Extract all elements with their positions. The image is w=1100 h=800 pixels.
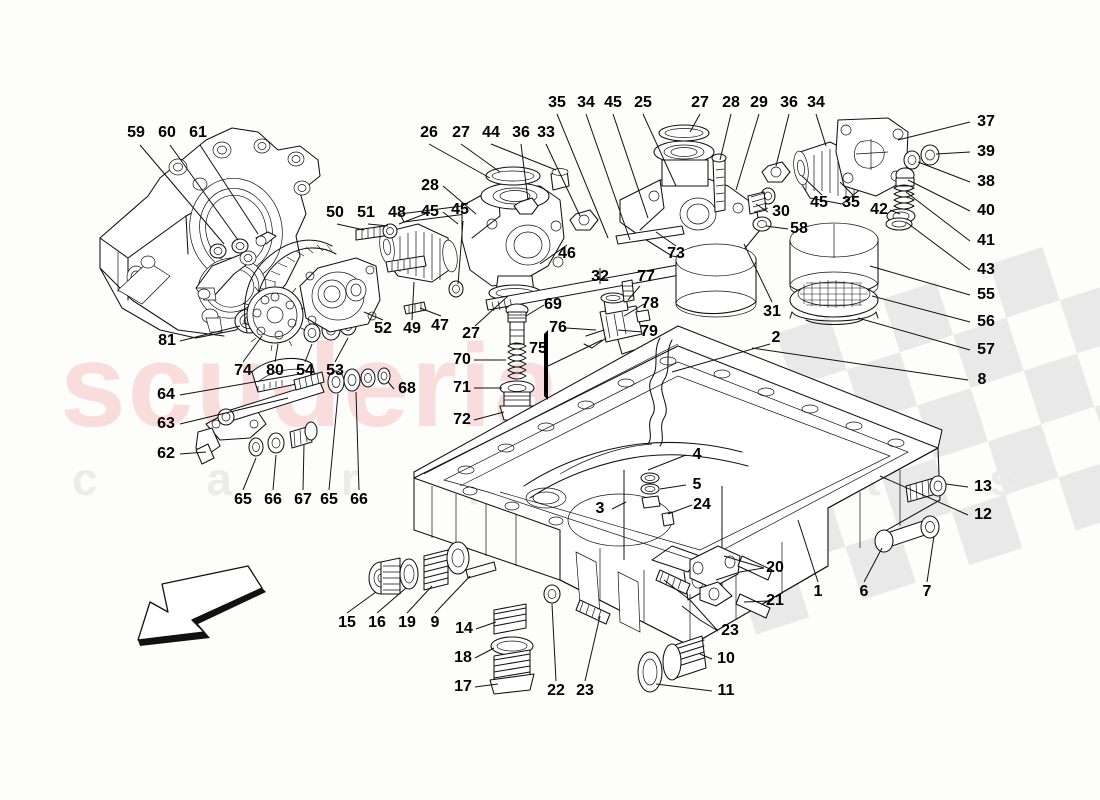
callout-label-37: 37	[977, 113, 995, 130]
callout-label-29: 29	[750, 94, 768, 111]
callout-label-66a: 66	[264, 491, 282, 508]
callout-label-45b: 45	[421, 203, 439, 220]
callout-label-11: 11	[717, 682, 735, 699]
callout-label-13: 13	[974, 478, 992, 495]
callout-label-27c: 27	[462, 325, 480, 342]
callout-label-41: 41	[977, 232, 995, 249]
callout-label-69: 69	[544, 296, 562, 313]
callout-label-32: 32	[591, 268, 609, 285]
callout-label-26: 26	[420, 124, 438, 141]
callout-label-14: 14	[455, 620, 473, 637]
callout-label-39: 39	[977, 143, 995, 160]
callout-label-45d: 45	[810, 194, 828, 211]
callout-label-16: 16	[368, 614, 386, 631]
callout-label-66b: 66	[350, 491, 368, 508]
callout-label-3: 3	[595, 500, 605, 517]
callout-label-9: 9	[430, 614, 440, 631]
callout-label-28a: 28	[722, 94, 740, 111]
callout-label-21: 21	[766, 592, 784, 609]
callout-label-56: 56	[977, 313, 995, 330]
callout-label-80: 80	[266, 362, 284, 379]
callout-label-17: 17	[454, 678, 472, 695]
callout-label-43: 43	[977, 261, 995, 278]
callout-label-25: 25	[634, 94, 652, 111]
callout-label-33: 33	[537, 124, 555, 141]
chain-tensioner-linkage	[195, 357, 391, 465]
callout-label-50: 50	[326, 204, 344, 221]
callout-label-65a: 65	[234, 491, 252, 508]
callout-label-57: 57	[977, 341, 995, 358]
callout-label-58: 58	[790, 220, 808, 237]
callout-label-4: 4	[692, 446, 702, 463]
callout-label-63: 63	[157, 415, 175, 432]
callout-label-49: 49	[403, 320, 421, 337]
callout-label-28b: 28	[421, 177, 439, 194]
callout-label-51: 51	[357, 204, 375, 221]
callout-label-23a: 23	[576, 682, 594, 699]
oil-pump-body-centre	[461, 166, 599, 302]
callout-label-15: 15	[338, 614, 356, 631]
callout-label-6: 6	[859, 583, 869, 600]
callout-label-19: 19	[398, 614, 416, 631]
callout-label-35b: 35	[842, 194, 860, 211]
callout-label-77: 77	[637, 268, 655, 285]
callout-label-44: 44	[482, 124, 500, 141]
callout-label-20: 20	[766, 559, 784, 576]
callout-label-1: 1	[813, 583, 823, 600]
callout-label-34b: 34	[807, 94, 825, 111]
callout-label-23b: 23	[721, 622, 739, 639]
callout-label-36a: 36	[512, 124, 530, 141]
callout-label-31: 31	[763, 303, 781, 320]
callout-label-27a: 27	[452, 124, 470, 141]
direction-of-travel-arrow	[137, 565, 266, 646]
callout-label-53: 53	[326, 362, 344, 379]
callout-label-5: 5	[692, 476, 702, 493]
callout-label-7: 7	[922, 583, 932, 600]
callout-label-36b: 36	[780, 94, 798, 111]
callout-label-59: 59	[127, 124, 145, 141]
callout-label-67: 67	[294, 491, 312, 508]
callout-label-54: 54	[296, 362, 314, 379]
callout-label-27b: 27	[691, 94, 709, 111]
callout-label-30: 30	[772, 203, 790, 220]
callout-label-75: 75	[529, 340, 547, 357]
callout-label-35a: 35	[548, 94, 566, 111]
callout-label-62: 62	[157, 445, 175, 462]
callout-label-46: 46	[558, 245, 576, 262]
callout-label-68: 68	[398, 380, 416, 397]
callout-label-47: 47	[431, 317, 449, 334]
callout-label-76: 76	[549, 319, 567, 336]
callout-label-72: 72	[453, 411, 471, 428]
callout-label-10: 10	[717, 650, 735, 667]
callout-label-12: 12	[974, 506, 992, 523]
callout-label-18: 18	[454, 649, 472, 666]
callout-label-71: 71	[453, 379, 471, 396]
callout-label-60: 60	[158, 124, 176, 141]
callout-label-64: 64	[157, 386, 175, 403]
callout-label-22: 22	[547, 682, 565, 699]
callout-label-52: 52	[374, 320, 392, 337]
callout-label-70: 70	[453, 351, 471, 368]
callout-label-42: 42	[870, 201, 888, 218]
callout-label-45c: 45	[451, 201, 469, 218]
callout-label-2: 2	[771, 329, 781, 346]
callout-label-45a: 45	[604, 94, 622, 111]
callout-label-8: 8	[977, 371, 987, 388]
callout-label-61: 61	[189, 124, 207, 141]
callout-label-79: 79	[640, 323, 658, 340]
callout-label-48: 48	[388, 204, 406, 221]
callout-label-73: 73	[667, 245, 685, 262]
callout-label-38: 38	[977, 173, 995, 190]
callout-label-65b: 65	[320, 491, 338, 508]
callout-label-74: 74	[234, 362, 252, 379]
callout-label-81: 81	[158, 332, 176, 349]
callout-label-34a: 34	[577, 94, 595, 111]
callout-label-78: 78	[641, 295, 659, 312]
callout-label-55: 55	[977, 286, 995, 303]
oil-pump-cover-52	[299, 257, 381, 333]
callout-label-40: 40	[977, 202, 995, 219]
oil-strainer-assembly	[675, 222, 879, 326]
callout-label-24: 24	[693, 496, 711, 513]
